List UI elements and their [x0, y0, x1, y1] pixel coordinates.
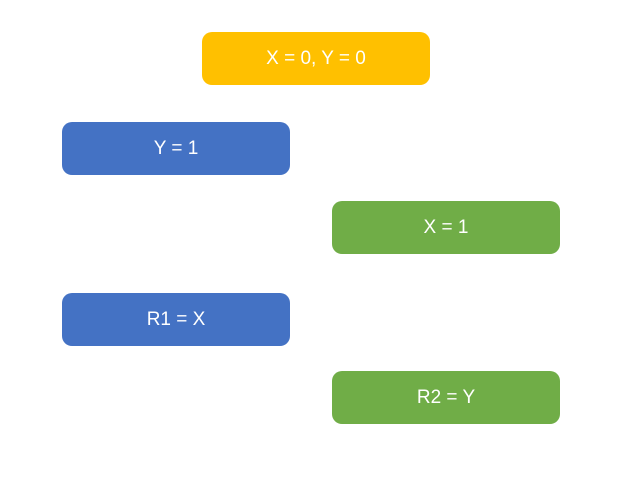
node-thread1-read-r1-label: R1 = X: [146, 309, 206, 330]
node-thread2-read-r2: R2 = Y: [332, 371, 560, 424]
node-thread1-read-r1: R1 = X: [62, 293, 290, 346]
node-thread2-write-x: X = 1: [332, 201, 560, 254]
node-thread2-read-r2-label: R2 = Y: [416, 387, 476, 408]
node-thread1-write-y: Y = 1: [62, 122, 290, 175]
node-initial-state-label: X = 0, Y = 0: [266, 48, 366, 69]
node-initial-state: X = 0, Y = 0: [202, 32, 430, 85]
node-thread1-write-y-label: Y = 1: [153, 138, 199, 159]
node-thread2-write-x-label: X = 1: [423, 217, 469, 238]
